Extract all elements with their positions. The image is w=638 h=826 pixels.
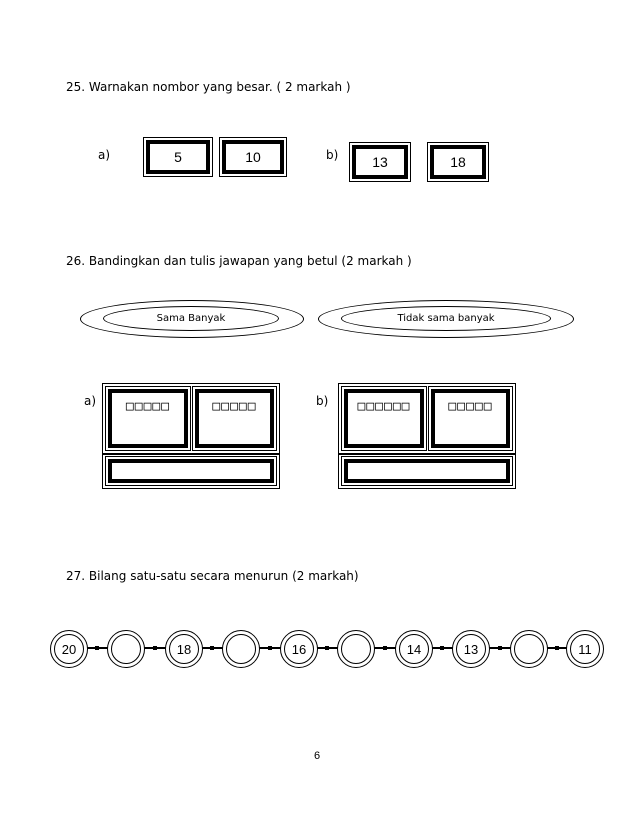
sequence-circle-6-blank[interactable] bbox=[337, 630, 375, 668]
q25-b-number-box-1[interactable]: 13 bbox=[349, 142, 411, 182]
q25-a-label: a) bbox=[98, 148, 111, 162]
sequence-connector bbox=[374, 646, 396, 650]
sequence-circle-10: 11 bbox=[566, 630, 604, 668]
sequence-value-1: 20 bbox=[54, 634, 84, 664]
sequence-connector bbox=[546, 646, 568, 650]
question-27-title: 27. Bilang satu-satu secara menurun (2 m… bbox=[66, 569, 359, 583]
sequence-value-10: 11 bbox=[570, 634, 600, 664]
q25-a-number-box-1[interactable]: 5 bbox=[143, 137, 213, 177]
option-label-sama-banyak: Sama Banyak bbox=[103, 306, 279, 331]
question-26-title: 26. Bandingkan dan tulis jawapan yang be… bbox=[66, 254, 412, 268]
page-number: 6 bbox=[314, 750, 321, 762]
sequence-connector bbox=[86, 646, 108, 650]
sequence-value-3: 18 bbox=[169, 634, 199, 664]
sequence-circle-5: 16 bbox=[280, 630, 318, 668]
q26-b-label: b) bbox=[316, 394, 329, 408]
q25-b-label: b) bbox=[326, 148, 339, 162]
option-oval-sama-banyak[interactable]: Sama Banyak bbox=[80, 300, 304, 338]
sequence-circle-9-blank[interactable] bbox=[510, 630, 548, 668]
q26-a-set-2: □□□□□ bbox=[192, 386, 277, 451]
q26-b-set-2: □□□□□ bbox=[428, 386, 513, 451]
sequence-value-8: 13 bbox=[456, 634, 486, 664]
question-25-title: 25. Warnakan nombor yang besar. ( 2 mark… bbox=[66, 80, 351, 94]
sequence-value-9 bbox=[514, 634, 544, 664]
sequence-circle-2-blank[interactable] bbox=[107, 630, 145, 668]
sequence-circle-1: 20 bbox=[50, 630, 88, 668]
q26-b-set-1-symbols: □□□□□□ bbox=[357, 399, 411, 414]
sequence-circle-8: 13 bbox=[452, 630, 490, 668]
sequence-connector bbox=[259, 646, 281, 650]
sequence-connector bbox=[144, 646, 166, 650]
q26-a-set-1-symbols: □□□□□ bbox=[125, 399, 171, 414]
sequence-connector bbox=[316, 646, 338, 650]
sequence-connector bbox=[489, 646, 511, 650]
sequence-circle-4-blank[interactable] bbox=[222, 630, 260, 668]
sequence-value-2 bbox=[111, 634, 141, 664]
sequence-connector bbox=[431, 646, 453, 650]
option-label-tidak-sama-banyak: Tidak sama banyak bbox=[341, 306, 551, 331]
sequence-value-5: 16 bbox=[284, 634, 314, 664]
q25-b-number-box-2[interactable]: 18 bbox=[427, 142, 489, 182]
q26-a-set-2-symbols: □□□□□ bbox=[212, 399, 257, 414]
q26-a-set-1: □□□□□ bbox=[105, 386, 191, 451]
q26-b-set-1: □□□□□□ bbox=[341, 386, 427, 451]
q26-a-answer-box[interactable] bbox=[105, 456, 277, 486]
q25-a-number-box-2[interactable]: 10 bbox=[219, 137, 287, 177]
sequence-value-7: 14 bbox=[399, 634, 429, 664]
q26-b-set-2-symbols: □□□□□ bbox=[448, 399, 493, 414]
q26-b-answer-box[interactable] bbox=[341, 456, 513, 486]
q26-a-label: a) bbox=[84, 394, 97, 408]
option-oval-tidak-sama-banyak[interactable]: Tidak sama banyak bbox=[318, 300, 574, 338]
sequence-value-6 bbox=[341, 634, 371, 664]
sequence-circle-3: 18 bbox=[165, 630, 203, 668]
sequence-circle-7: 14 bbox=[395, 630, 433, 668]
sequence-connector bbox=[201, 646, 223, 650]
sequence-value-4 bbox=[226, 634, 256, 664]
